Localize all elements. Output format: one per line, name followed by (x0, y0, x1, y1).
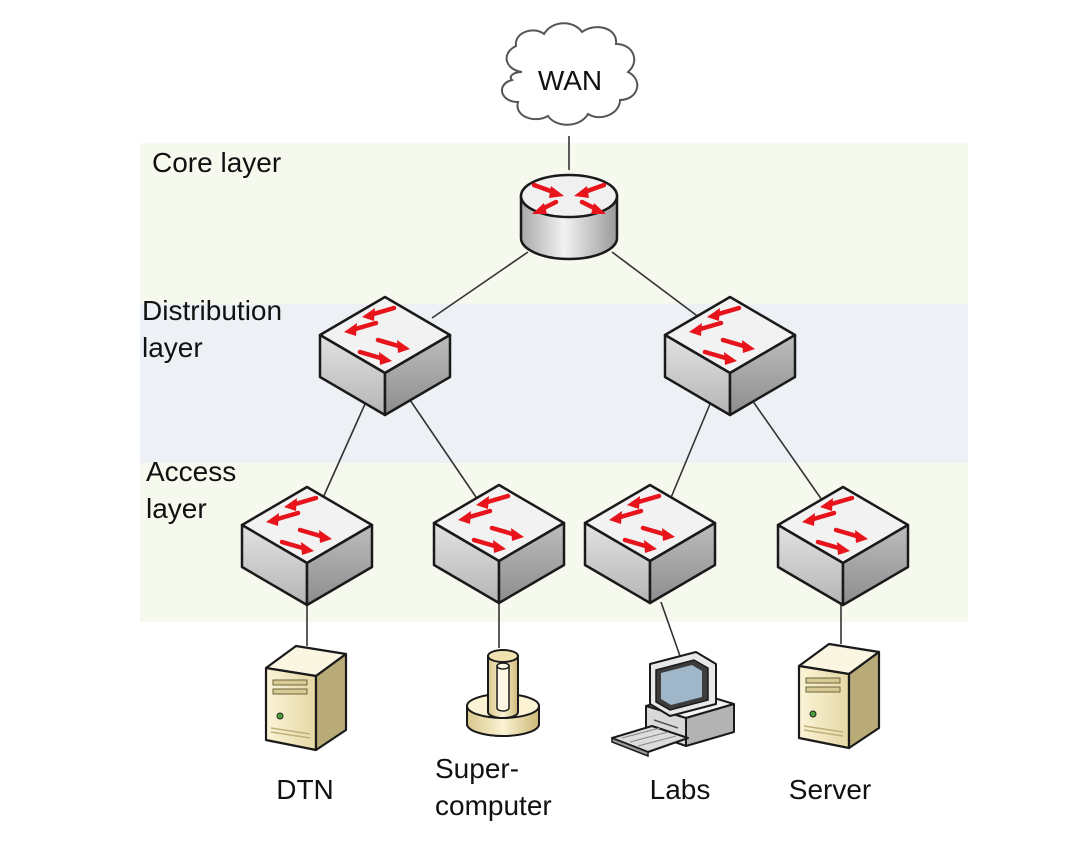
dtn-label: DTN (276, 774, 334, 805)
network-links (306, 136, 842, 657)
core-router-icon (519, 173, 619, 261)
distribution-layer-label: Distribution layer (142, 295, 290, 363)
access-layer-label: Access layer (146, 456, 244, 524)
link-dist-left-access-2 (409, 399, 479, 501)
server-icon (797, 642, 881, 750)
server-label: Server (789, 774, 871, 805)
labs-label: Labs (650, 774, 711, 805)
wan-cloud-icon (501, 22, 639, 126)
link-dist-right-access-3 (669, 403, 711, 501)
distribution-layer-band (140, 304, 968, 463)
core-layer-label: Core layer (152, 147, 281, 178)
dtn-server-icon (264, 644, 348, 752)
wan-label: WAN (538, 65, 602, 96)
link-dist-right-access-4 (751, 399, 823, 501)
labs-workstation-icon (611, 651, 735, 758)
link-dist-left-access-1 (321, 403, 366, 501)
link-access-3-labs (660, 601, 681, 657)
supercomputer-label: Super- computer (435, 753, 552, 821)
supercomputer-icon (466, 649, 540, 737)
link-core-dist-left (431, 251, 529, 319)
link-core-dist-right (611, 251, 701, 319)
